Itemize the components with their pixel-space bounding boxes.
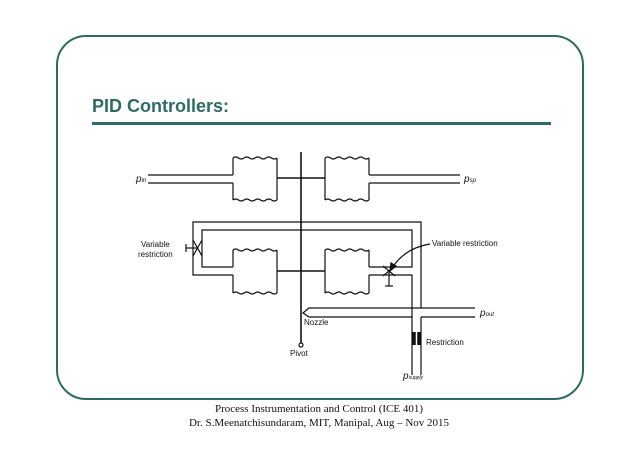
bellows-top-left xyxy=(232,156,278,202)
svg-text:Variable restriction: Variable restriction xyxy=(432,239,498,248)
title-underline xyxy=(92,122,551,125)
svg-text:Nozzle: Nozzle xyxy=(304,318,329,327)
svg-text:psupply: psupply xyxy=(402,371,424,382)
svg-text:pout: pout xyxy=(479,308,494,319)
footer-course: Process Instrumentation and Control (ICE… xyxy=(214,403,424,415)
slide-title: PID Controllers: xyxy=(92,96,230,116)
bellows-bottom-left xyxy=(232,248,278,295)
slide-frame xyxy=(56,35,584,400)
svg-text:Variable: Variable xyxy=(141,240,170,249)
svg-text:Pivot: Pivot xyxy=(290,349,309,358)
svg-text:pin: pin xyxy=(135,174,147,185)
svg-text:restriction: restriction xyxy=(138,250,173,259)
bellows-top-right xyxy=(324,156,370,202)
bellows-bottom-right xyxy=(324,248,370,295)
svg-text:Restriction: Restriction xyxy=(426,338,464,347)
footer-author: Dr. S.Meenatchisundaram, MIT, Manipal, A… xyxy=(188,417,450,429)
pivot-point xyxy=(298,342,304,348)
svg-text:psp: psp xyxy=(463,174,477,185)
